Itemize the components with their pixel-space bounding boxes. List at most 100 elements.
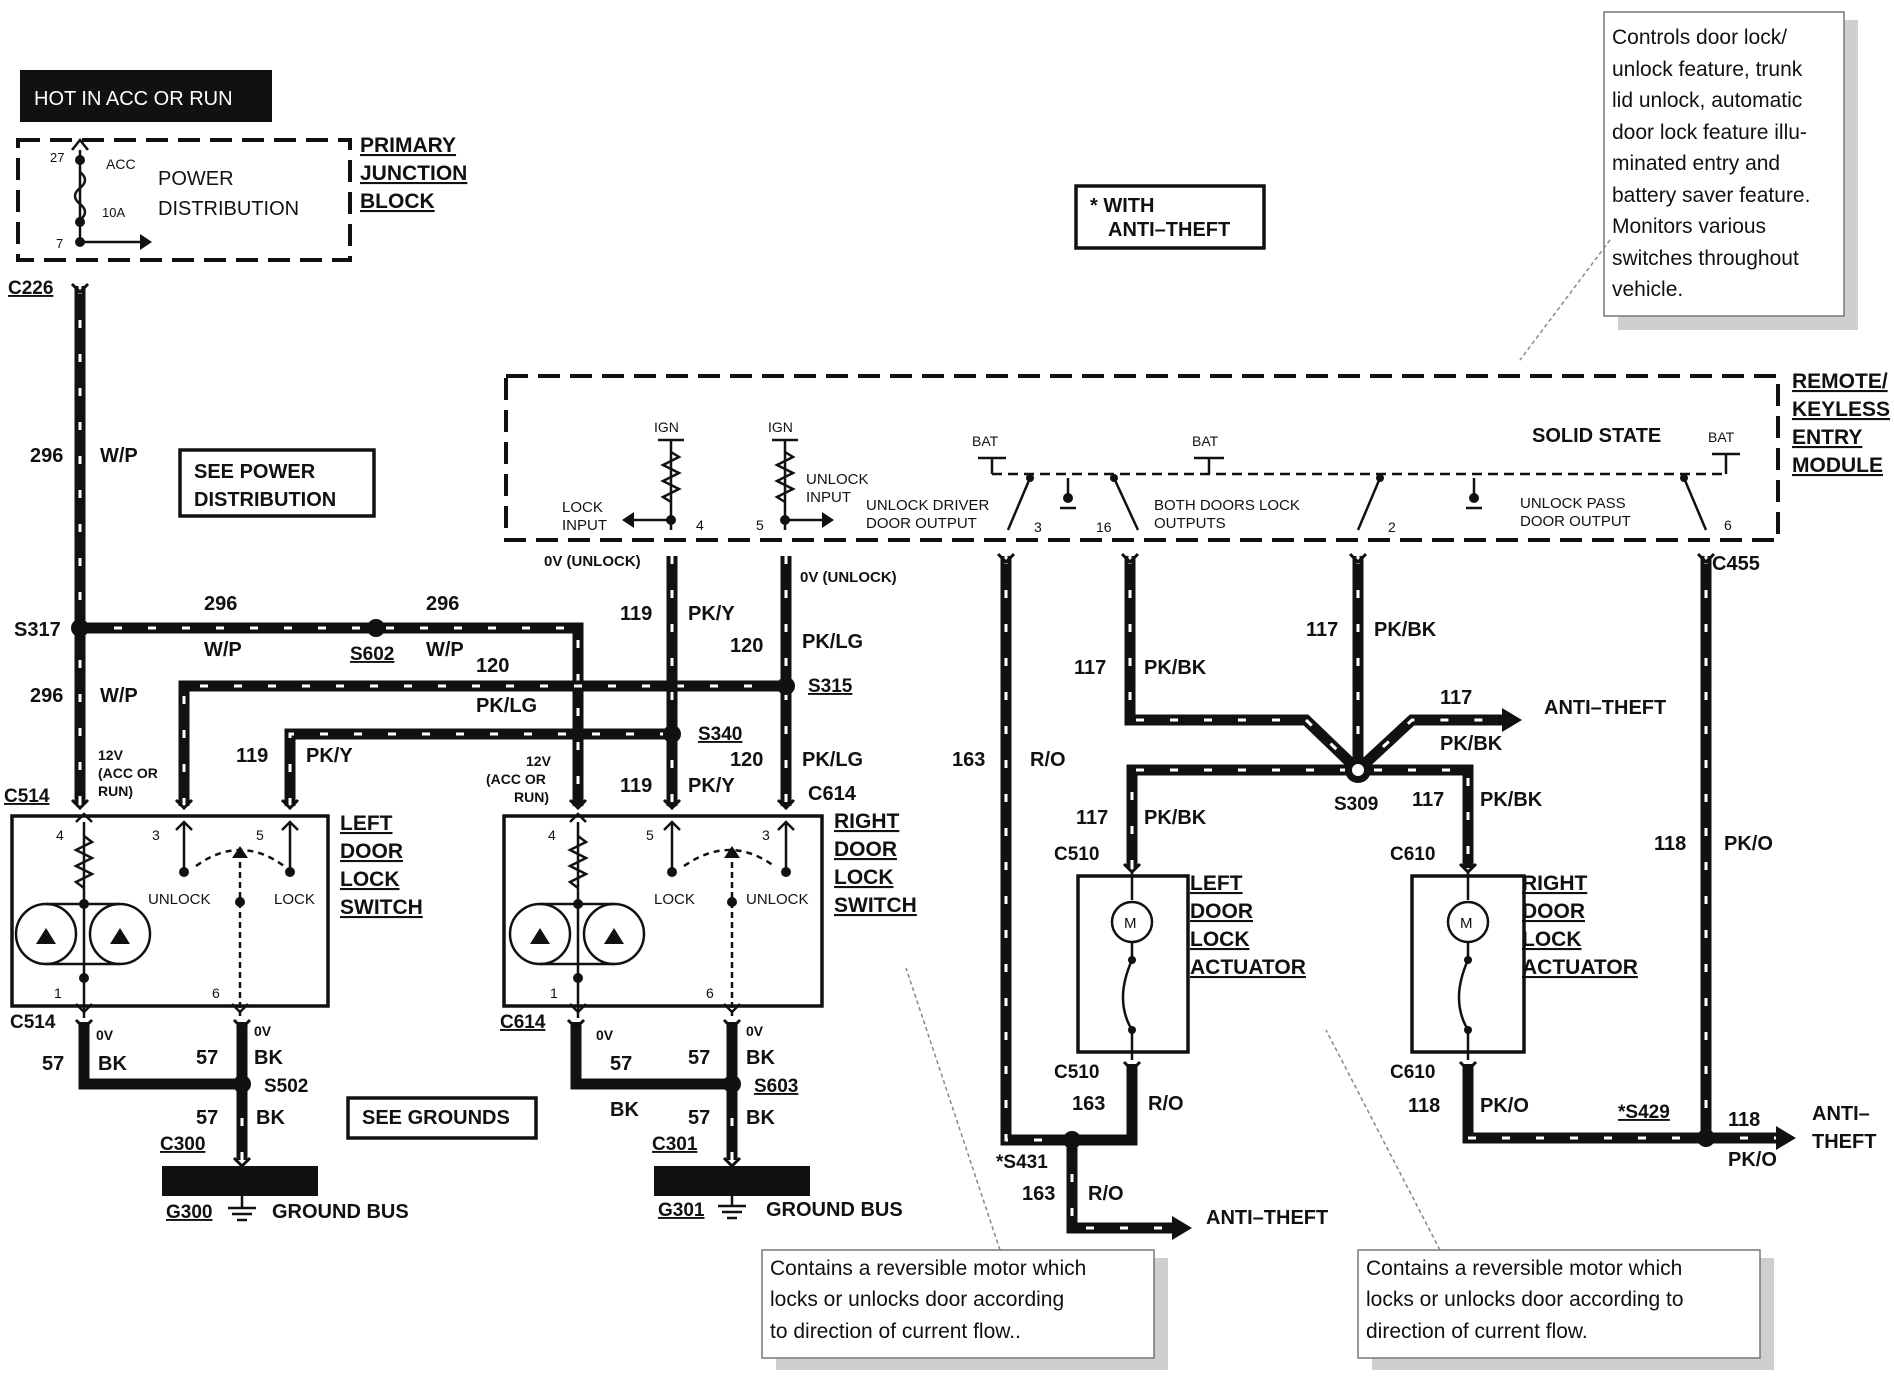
diagram-label: 0V [254,1023,272,1039]
diagram-label: switches throughout [1612,247,1799,270]
see-power-distribution[interactable]: SEE POWER DISTRIBUTION [178,448,376,518]
diagram-label: POWER [158,168,234,190]
diagram-label: 296 [426,593,459,615]
diagram-label: 5 [756,517,764,533]
diagram-label: INPUT [806,489,851,506]
module-note: Controls door lock/ unlock feature, trun… [1519,11,1858,361]
diagram-label: LOCK [834,866,894,889]
diagram-label: BK [746,1047,775,1069]
diagram-label: PK/O [1724,833,1773,855]
diagram-label: IGN [768,419,793,435]
diagram-label: direction of current flow. [1366,1320,1588,1343]
diagram-label: 296 [30,685,63,707]
diagram-label: PK/BK [1144,657,1207,679]
diagram-label: 12V [98,747,124,763]
diagram-label: Controls door lock/ [1612,26,1787,49]
diagram-label: R/O [1148,1093,1184,1115]
splice-s317 [71,619,89,637]
diagram-label: 27 [50,150,64,165]
see-grounds[interactable]: SEE GROUNDS [346,1096,538,1140]
diagram-label: ACTUATOR [1190,956,1306,979]
splices [71,619,1715,1149]
diagram-label: locks or unlocks door according to [1366,1288,1684,1311]
diagram-label: BK [98,1053,127,1075]
diagram-label: S315 [808,676,853,697]
diagram-label: BK [256,1107,285,1129]
diagram-label: 120 [476,655,509,677]
diagram-label: 4 [548,827,556,843]
diagram-label: 0V [96,1027,114,1043]
diagram-label: *S429 [1618,1102,1670,1123]
diagram-label: 1 [54,985,62,1001]
diagram-label: 3 [152,827,160,843]
diagram-label: *S431 [996,1152,1048,1173]
wire-harness [74,286,1776,1234]
diagram-label: 119 [620,775,652,797]
diagram-label: SEE POWER [194,461,316,483]
diagram-label: PRIMARY [360,134,456,157]
diagram-label: PK/O [1480,1095,1529,1117]
diagram-label: PK/Y [688,603,735,625]
diagram-label: C301 [652,1134,698,1155]
diagram-label: 118 [1728,1109,1760,1131]
diagram-label: 119 [236,745,268,767]
diagram-label: 4 [696,517,704,533]
splice-s502 [233,1075,251,1093]
diagram-label: 163 [952,749,985,771]
diagram-label: REMOTE/ [1792,370,1888,393]
diagram-label: PK/Y [306,745,353,767]
diagram-label: DOOR OUTPUT [866,515,977,532]
diagram-label: ANTI–THEFT [1108,219,1230,241]
diagram-label: PK/BK [1440,733,1503,755]
diagram-label: INPUT [562,517,607,534]
diagram-label: ACTUATOR [1522,956,1638,979]
diagram-label: 5 [646,827,654,843]
diagram-label: ACC [106,156,136,172]
diagram-label: 6 [1724,517,1732,533]
diagram-label: M [1460,915,1473,932]
diagram-label: DISTRIBUTION [194,489,336,511]
diagram-label: 3 [1034,519,1042,535]
splice-s340 [663,725,681,743]
diagram-label: HOT IN ACC OR RUN [34,88,233,110]
diagram-label: RUN) [514,789,549,805]
diagram-label: SWITCH [834,894,917,917]
diagram-label: vehicle. [1612,278,1683,301]
diagram-label: unlock feature, trunk [1612,58,1803,81]
diagram-label: (ACC OR [98,765,158,781]
diagram-label: 117 [1412,789,1444,811]
left-door-lock-switch: 4 3 5 1 6 UNLOCK LOCK LEFT DOOR LOCK SWI… [10,812,423,1018]
right-door-lock-switch: 4 5 3 1 6 LOCK UNLOCK RIGHT DOOR LOCK SW… [502,810,917,1018]
diagram-label: BK [254,1047,283,1069]
left-door-lock-actuator: M LEFT DOOR LOCK ACTUATOR [1076,872,1306,1060]
module-note-lines: Controls door lock/ unlock feature, trun… [1612,26,1810,301]
diagram-label: LEFT [340,812,393,835]
hot-in-acc-label: HOT IN ACC OR RUN [20,70,272,122]
diagram-label: LEFT [1190,872,1243,895]
anti-theft-terminals [1172,708,1796,1240]
diagram-label: ANTI– [1812,1103,1870,1125]
diagram-label: LOCK [1522,928,1582,951]
diagram-label: 10A [102,205,125,220]
diagram-label: Monitors various [1612,215,1766,238]
diagram-label: G301 [658,1200,705,1221]
diagram-label: SEE GROUNDS [362,1107,510,1129]
connector-ticks [70,282,1716,1169]
diagram-label: ANTI–THEFT [1544,697,1666,719]
diagram-label: 0V (UNLOCK) [800,569,897,586]
diagram-label: DOOR OUTPUT [1520,513,1631,530]
ground-symbol-module-a [1060,478,1076,510]
diagram-label: R/O [1088,1183,1124,1205]
diagram-label: 6 [706,985,714,1001]
diagram-label: 2 [1388,519,1396,535]
splice-s603 [723,1075,741,1093]
diagram-label: S309 [1334,794,1378,815]
diagram-label: BAT [972,433,999,449]
diagram-label: LOCK [274,891,315,908]
diagram-label: 0V [596,1027,614,1043]
diagram-label: 57 [196,1047,218,1069]
diagram-label: 118 [1654,833,1686,855]
diagram-label: lid unlock, automatic [1612,89,1802,112]
diagram-label: 57 [196,1107,218,1129]
